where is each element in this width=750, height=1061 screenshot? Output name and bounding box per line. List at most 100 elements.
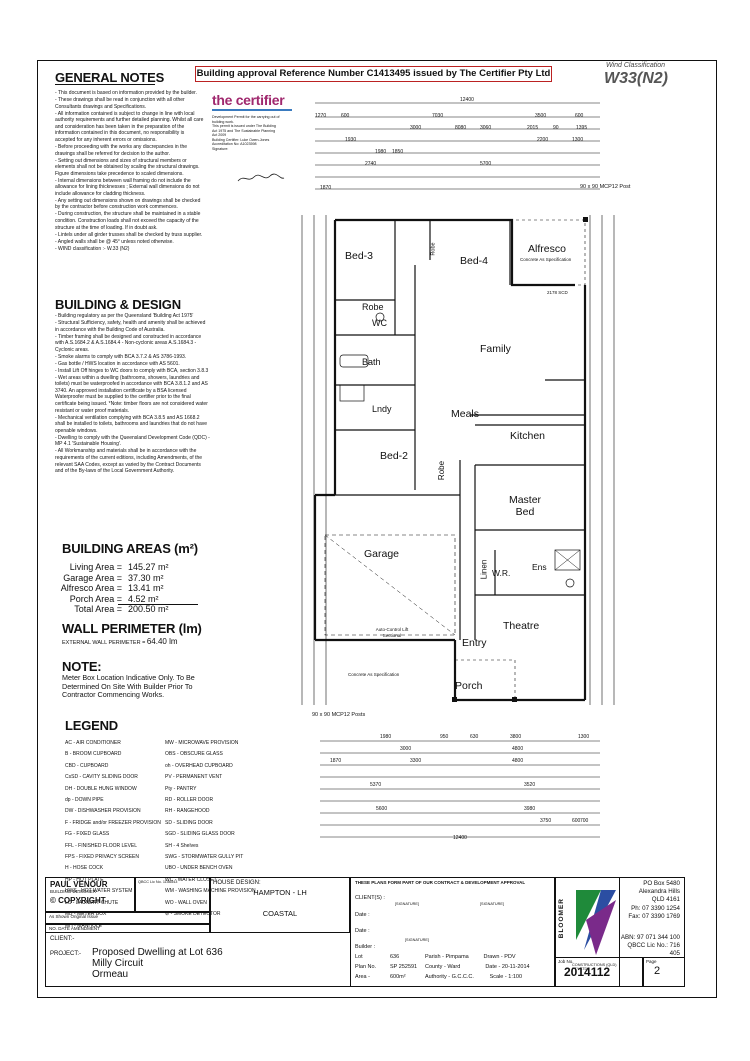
- sliding-door-note: 2178 SCD: [547, 290, 568, 295]
- scale-value: 1:100: [508, 974, 523, 980]
- page-number: 2: [654, 965, 661, 977]
- legend-item: WC - WATER CLOSET: [165, 876, 217, 883]
- dimension-label: 2740: [365, 161, 377, 167]
- area-value: 145.27 m²: [128, 562, 169, 572]
- legend-item: WO - WALL OVEN: [165, 899, 207, 906]
- total-area-row: Total Area =200.50 m²: [58, 604, 208, 615]
- post-note-top: 90 x 90 MCP12 Post: [580, 184, 631, 190]
- dimension-label: 90: [553, 125, 559, 131]
- drawing-sheet: [37, 60, 717, 998]
- revision-head-text: NO. DATE AMENDMENT: [49, 926, 100, 931]
- dimension-label: 3750: [540, 818, 552, 824]
- date2-value: 20-11-2014: [501, 964, 530, 970]
- contract-box: [350, 877, 555, 987]
- bloomer-logo-icon: [576, 890, 616, 955]
- room-bed4: Bed-4: [460, 255, 489, 267]
- legend-item: Pty - PANTRY: [165, 785, 197, 792]
- wall-perimeter-label: EXTERNAL WALL PERIMETER =: [62, 640, 146, 646]
- certifier-signature: [237, 173, 285, 182]
- bottom-dimension-grid: [320, 740, 600, 838]
- designer-box: PAUL VENOUR BUILDING DESIGNER © COPYRIGH…: [45, 877, 135, 912]
- designer-role: BUILDING DESIGNER: [50, 889, 97, 894]
- dimension-label: 3300: [410, 758, 422, 764]
- address-line: Fax: 07 3390 1769: [628, 912, 680, 920]
- company-sub: CONSTRUCTIONS (QLD) PTY LTD: [572, 963, 617, 971]
- legend-item: CBD - CUPBOARD: [65, 762, 109, 769]
- address-line: Alexandra Hills: [638, 888, 680, 896]
- area-label: Porch Area =: [69, 593, 122, 604]
- building-design-item: - Building regulatory as per the Queensl…: [55, 313, 194, 319]
- general-notes-title: GENERAL NOTES: [55, 70, 165, 85]
- room-meals: Meals: [451, 408, 480, 420]
- dimension-label: 3800: [510, 734, 522, 740]
- dimension-label: 1980: [380, 734, 392, 740]
- project-address: Proposed Dwelling at Lot 636 Milly Circu…: [92, 947, 223, 980]
- qbcc-company: QBCC Lic No.: 716 405: [627, 942, 680, 957]
- legend-item: MB - METER BOX: [65, 911, 107, 918]
- project-suburb: Ormeau: [92, 969, 129, 980]
- address-line: Ph: 07 3390 1254: [631, 904, 680, 912]
- company-licences: ABN: 97 071 344 100 QBCC Lic No.: 716 40…: [620, 934, 680, 958]
- certifier-stamp: the certifier Development Permit for the…: [212, 92, 300, 187]
- legend-item: OBS - OBSCURE GLASS: [165, 751, 223, 758]
- certifier-line: This permit is issued under The Building: [212, 124, 276, 128]
- legend-item: HWS - HOT WATER SYSTEM: [65, 888, 133, 895]
- room-ens: Ens: [532, 562, 547, 572]
- address-line: QLD 4161: [651, 896, 680, 904]
- legend-item: FFL - FINISHED FLOOR LEVEL: [65, 842, 138, 849]
- dimension-label: 3060: [480, 125, 492, 131]
- room-bath: Bath: [362, 357, 381, 367]
- page-box: Page 2: [643, 957, 685, 987]
- room-robe-b: Robe: [362, 302, 384, 312]
- date-label-1: Date :: [355, 912, 370, 918]
- signature-1: [SIGNATURE]: [395, 902, 419, 906]
- dimension-label: 5700: [480, 161, 492, 167]
- legend-title: LEGEND: [65, 718, 118, 733]
- project-street: Milly Circuit: [92, 958, 144, 969]
- legend-item: B - BROOM CUPBOARD: [65, 751, 122, 758]
- general-note-item: - Setting out dimensions and sizes of st…: [55, 157, 200, 177]
- general-note-item: - Lintels under all girder trusses shall…: [55, 231, 203, 238]
- area-row: Porch Area = 4.52 m²: [58, 594, 208, 605]
- dimension-label: 1870: [330, 758, 342, 764]
- area-value: 37.30 m²: [128, 572, 164, 583]
- dimension-label: 3500: [535, 113, 547, 119]
- area-value: 4.52 m²: [128, 593, 159, 604]
- building-design-item: - Install Lift Off hinges to WC doors to…: [55, 367, 209, 374]
- room-linen: Linen: [479, 559, 489, 580]
- legend-col-1: AC - AIR CONDITIONER B - BROOM CUPBOARD CB…: [65, 735, 165, 934]
- alfresco-note: Concrete As Specification: [520, 257, 572, 262]
- company-name: BLOOMER: [558, 898, 565, 939]
- plan-value: SP 252591: [390, 964, 418, 970]
- general-note-item: - This document is based on information …: [55, 90, 197, 96]
- abn: ABN: 97 071 344 100: [620, 934, 680, 941]
- house-design-box: HOUSE DESIGN: HAMPTON - LH COASTAL: [210, 877, 350, 933]
- room-wr: W.R.: [492, 568, 511, 578]
- legend-item: oh - OVERHEAD CUPBOARD: [165, 762, 233, 769]
- drawn-value: PDV: [504, 954, 516, 960]
- job-box: Job No. 2014112: [555, 957, 643, 987]
- general-note-item: - Internal dimensions between wall frami…: [55, 177, 200, 197]
- authority-value: G.C.C.C.: [451, 974, 474, 980]
- room-alfresco: Alfresco: [528, 243, 566, 255]
- client-s-label: CLIENT(S) :: [355, 895, 385, 901]
- legend-item: AC - AIR CONDITIONER: [65, 740, 121, 746]
- garage-note: Concrete As Specification: [348, 672, 400, 677]
- legend-item: dp - DOWN PIPE: [65, 797, 104, 804]
- room-robe-a: Robe: [430, 242, 437, 256]
- certifier-line: Development Permit for the carrying out …: [212, 115, 280, 119]
- legend-item: HP - HOT PLATE: [65, 876, 104, 883]
- contract-head: THESE PLANS FORM PART OF OUR CONTRACT & …: [355, 880, 526, 885]
- general-notes-list: - This document is based on information …: [55, 90, 205, 253]
- dimension-label: 12400: [460, 97, 474, 103]
- legend-item: CsSD - CAVITY SLIDING DOOR: [65, 774, 138, 781]
- approval-banner: Building approval Reference Number C1413…: [195, 66, 552, 82]
- total-area-label: Total Area =: [74, 604, 122, 614]
- legend-item: DW - DISHWASHER PROVISION: [65, 808, 141, 815]
- parish-value: Pimpama: [445, 954, 469, 960]
- legend-item: ⊘ - SMOKE DETECTOR: [165, 911, 221, 918]
- revision-row: As Shown Original Issue: [45, 912, 210, 924]
- floor-plan: [301, 102, 615, 705]
- legend-item: F - FRIDGE and/or FREEZER PROVISION: [65, 819, 161, 826]
